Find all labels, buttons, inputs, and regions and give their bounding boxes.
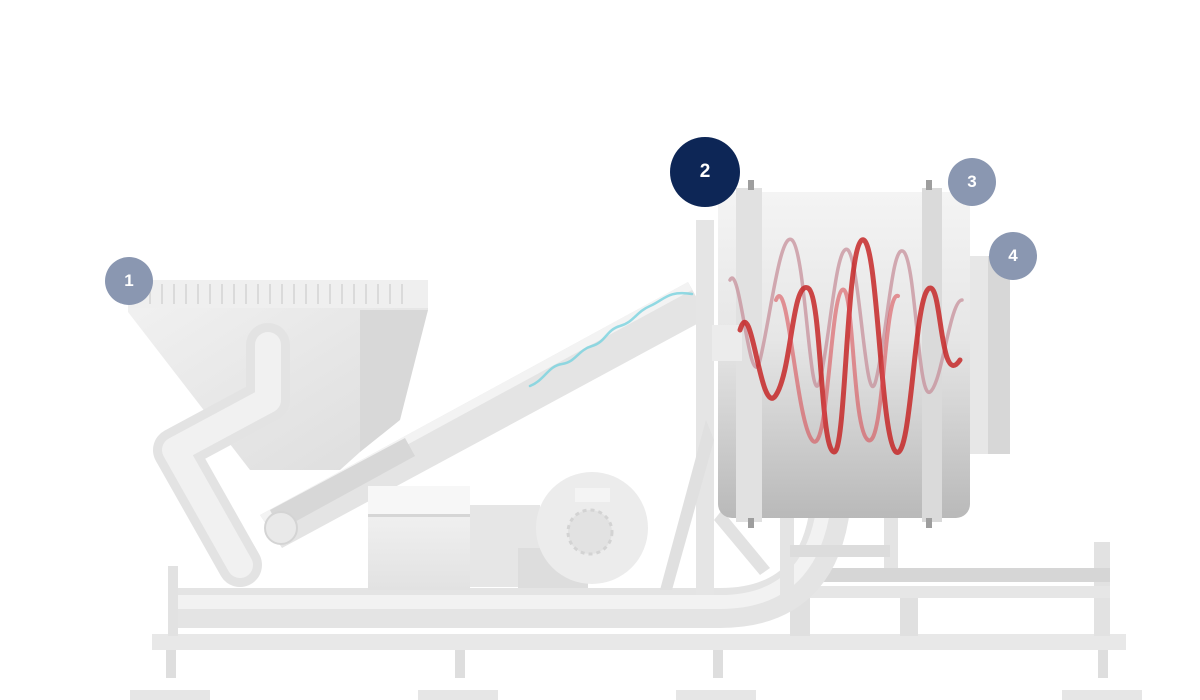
- drum-bolts: [748, 180, 932, 528]
- marker-2[interactable]: 2: [670, 137, 740, 207]
- control-box: [368, 486, 470, 590]
- base-frame: [130, 542, 1142, 700]
- marker-1-label: 1: [124, 271, 134, 290]
- marker-3[interactable]: 3: [948, 158, 996, 206]
- heating-coil: [728, 237, 964, 455]
- marker-4-label: 4: [1008, 246, 1018, 265]
- conveyor-tube: [260, 282, 708, 548]
- blower-motor: [470, 472, 648, 588]
- marker-3-label: 3: [967, 172, 977, 191]
- marker-1[interactable]: 1: [105, 257, 153, 305]
- marker-4[interactable]: 4: [989, 232, 1037, 280]
- marker-2-label: 2: [699, 161, 711, 182]
- material-wave: [528, 291, 694, 388]
